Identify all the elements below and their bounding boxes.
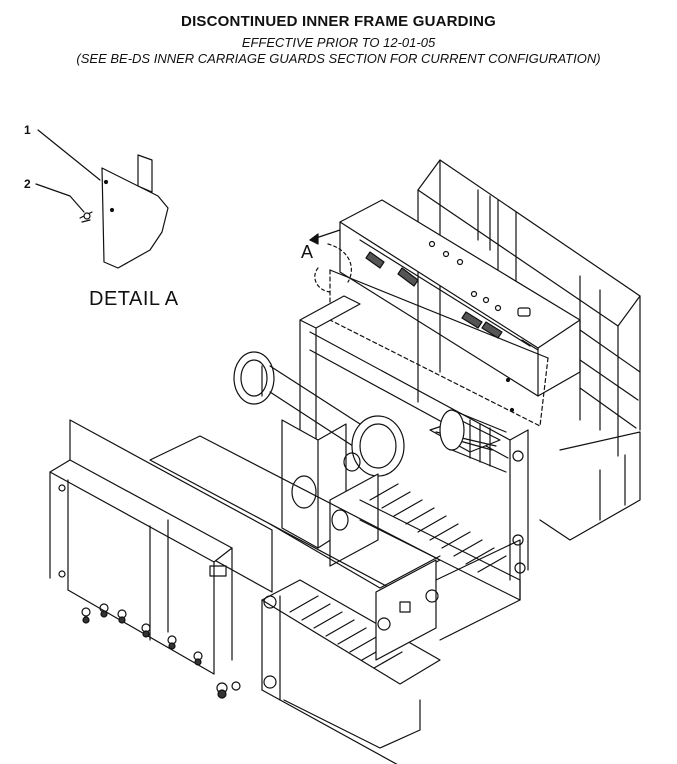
left-infeed-guard — [49, 419, 273, 675]
vise-assembly — [269, 419, 441, 589]
inner-frame-guard-outline — [329, 269, 549, 427]
callout-1: 1 — [24, 123, 31, 137]
left-bed-fittings — [58, 484, 241, 699]
detail-a-label: DETAIL A — [89, 288, 179, 310]
view-a-label: A — [301, 242, 314, 262]
detail-a-guard-plate — [101, 154, 169, 269]
page-title: DISCONTINUED INNER FRAME GUARDING — [181, 13, 496, 30]
rollers — [289, 483, 507, 669]
drive-motor — [439, 409, 507, 473]
right-bed-frame — [263, 539, 526, 749]
upper-head-assembly — [339, 199, 581, 397]
blade-wheel-left — [233, 351, 361, 449]
view-a-arrow — [309, 229, 352, 293]
callout-2: 2 — [24, 177, 31, 191]
reference-note: (SEE BE-DS INNER CARRIAGE GUARDS SECTION… — [76, 51, 601, 66]
effective-date-note: EFFECTIVE PRIOR TO 12-01-05 — [241, 35, 436, 50]
roller-bed — [149, 435, 521, 764]
detail-a-leaders — [35, 129, 101, 223]
blade-wheel-right — [343, 415, 405, 477]
